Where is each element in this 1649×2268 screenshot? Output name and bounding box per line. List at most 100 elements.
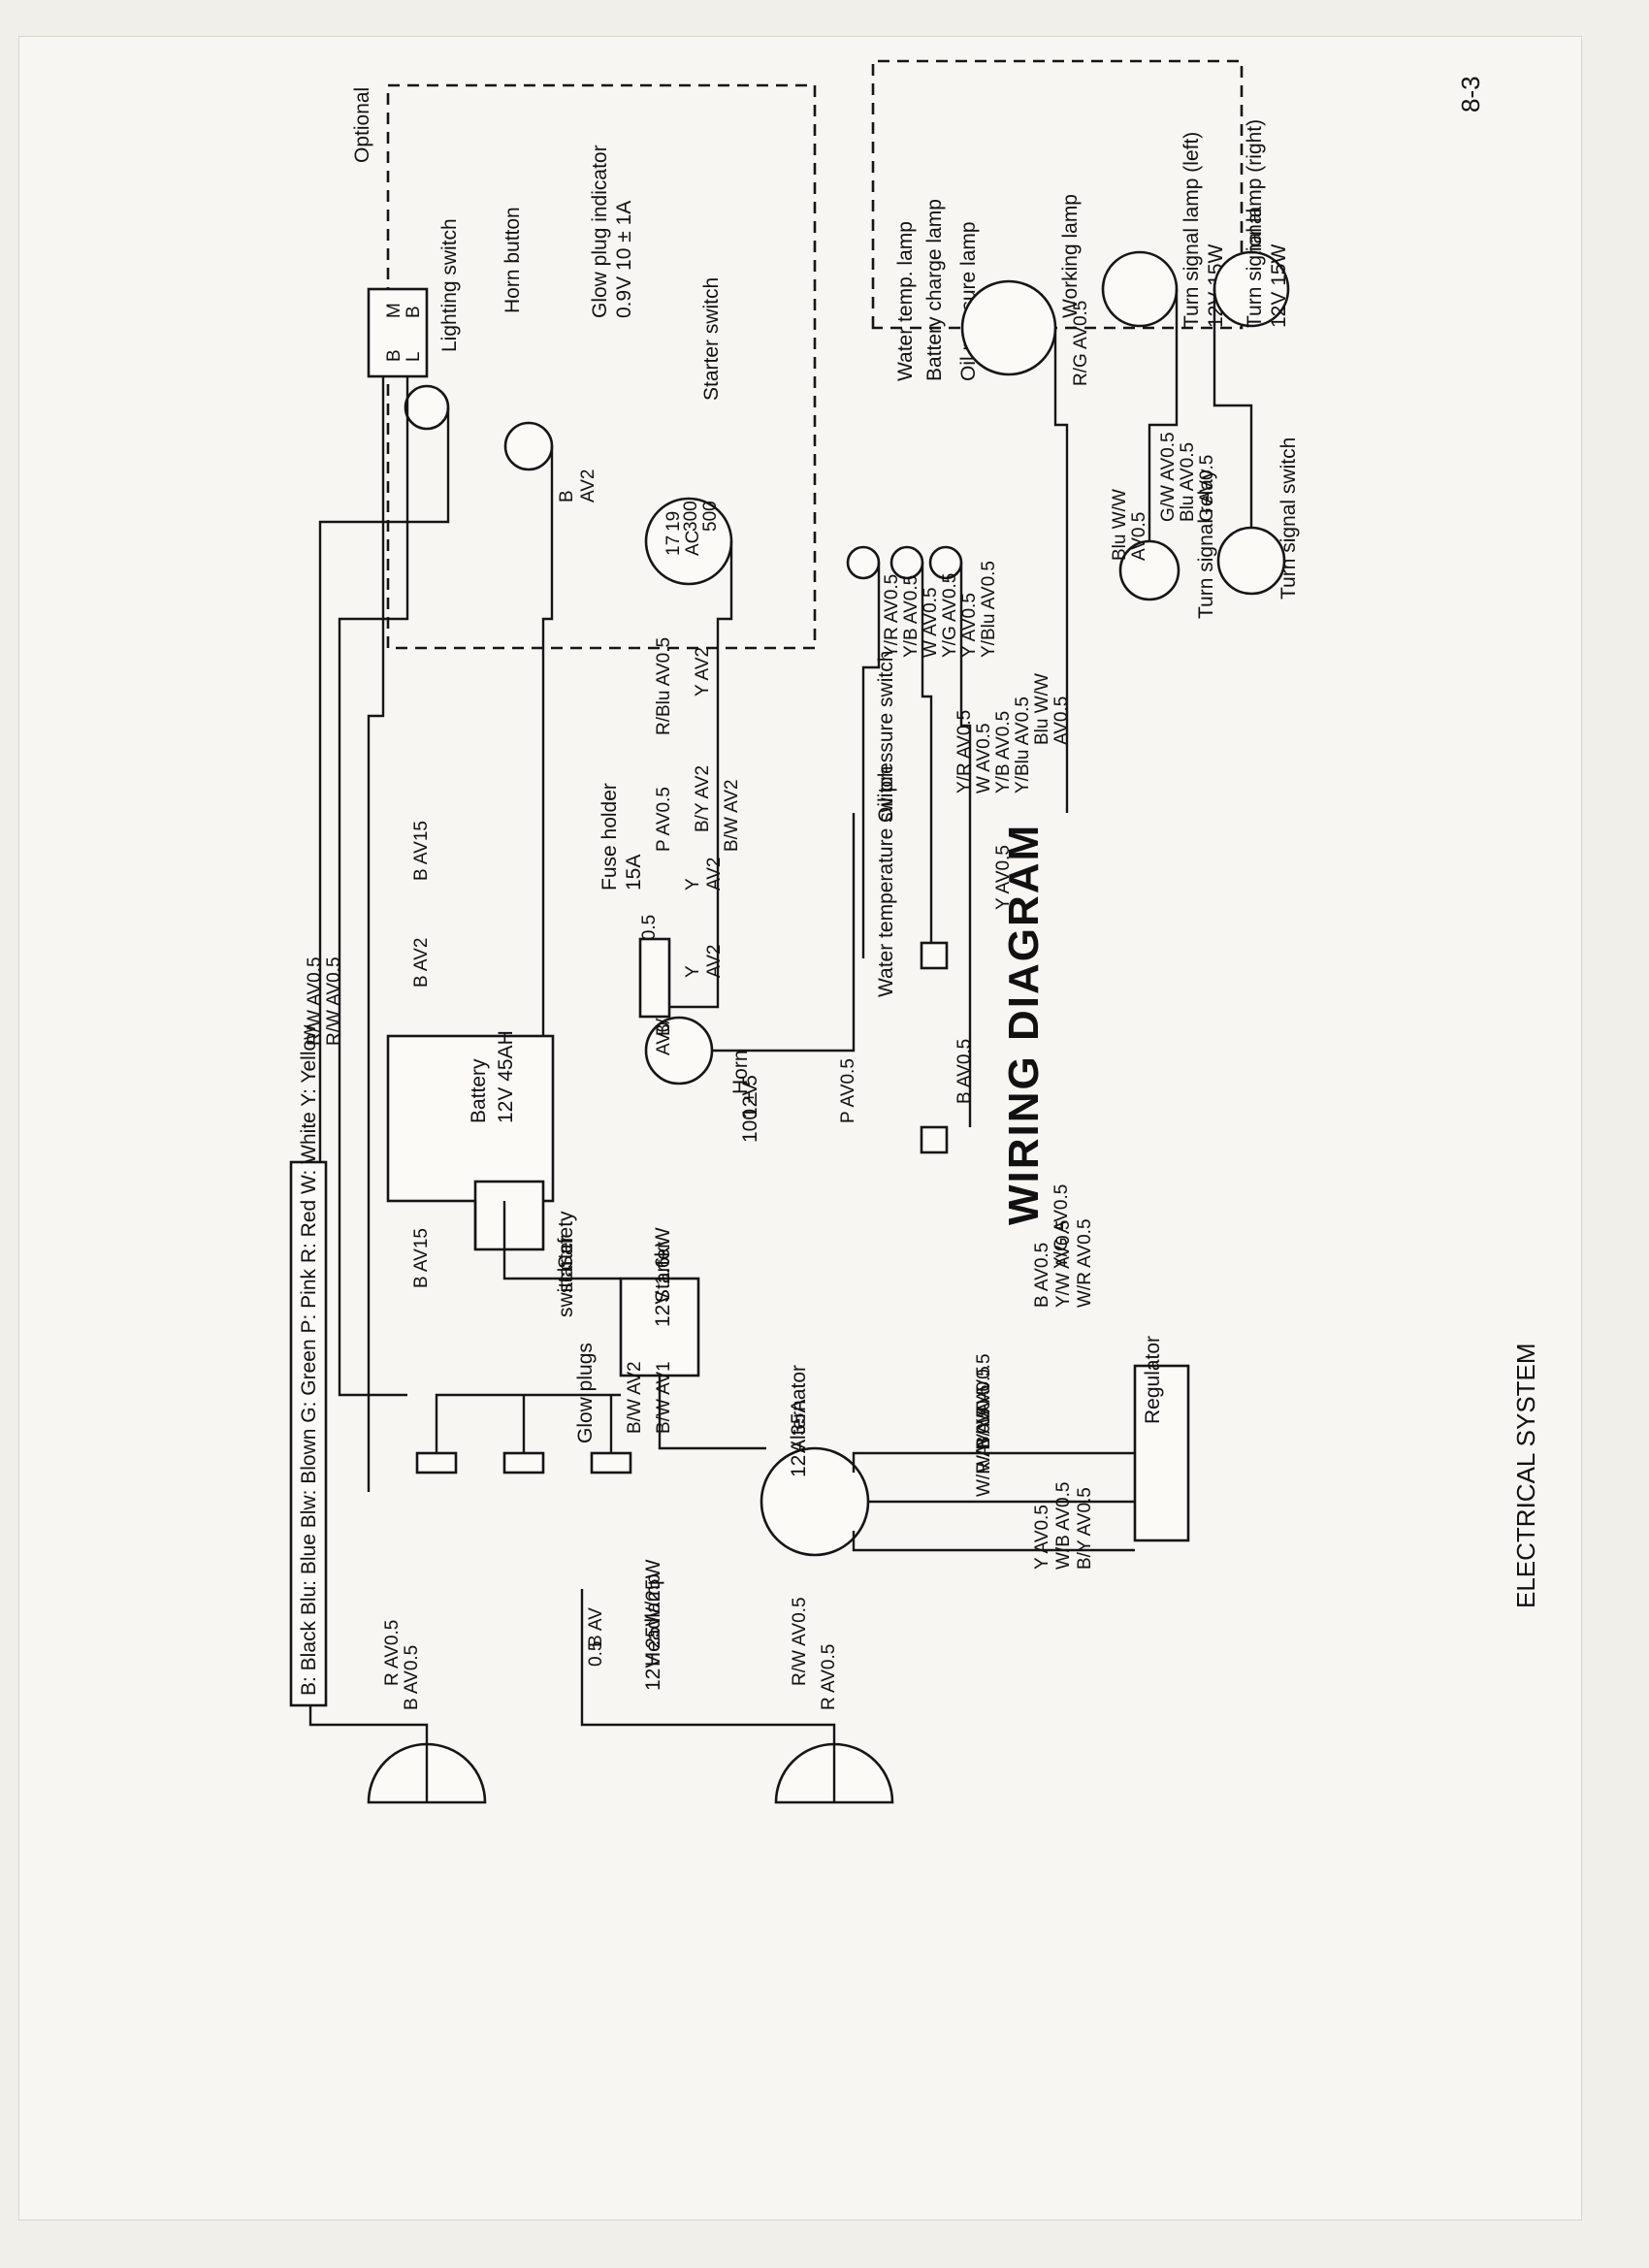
svg-text:B: Black Blu: Blue Blw: Bl: B: Black Blu: Blue Blw: Blown G: Green P… [298,1024,320,1696]
svg-text:Regulator: Regulator [1142,1336,1164,1424]
svg-text:B/W AV2: B/W AV2 [722,779,742,852]
svg-text:Alternator: Alternator [788,1365,810,1453]
svg-text:B: B [404,306,424,318]
svg-text:Y/G AV0.5: Y/G AV0.5 [1051,1184,1072,1269]
svg-text:Y/Blu AV0.5: Y/Blu AV0.5 [979,561,999,658]
svg-text:W AV0.5: W AV0.5 [921,587,941,658]
svg-text:R/G AV0.5: R/G AV0.5 [1071,301,1091,386]
horn-button: Horn button [404,207,524,431]
optional-label-right: Optional [351,87,373,163]
turn-signal-switch: Turn signal switch [1216,437,1300,599]
svg-text:Blu W/W: Blu W/W [1110,489,1130,561]
manual-page [19,37,1581,2219]
svg-text:AV0.5: AV0.5 [1129,512,1149,561]
svg-text:Blu AV0.5: Blu AV0.5 [1178,442,1198,522]
section-header: ELECTRICAL SYSTEM [1511,1343,1540,1608]
svg-text:12V: 12V [739,1083,761,1118]
svg-text:12V 15W: 12V 15W [1268,243,1290,328]
starter-switch: Starter switch 19 17 300 500 AC [644,277,733,586]
regulator: Regulator B AV0.5 Y/W AV0.5 W/R AV0.5 Y … [1032,1218,1190,1570]
svg-text:Y: Y [683,878,703,891]
svg-text:B/Y AV0.5: B/Y AV0.5 [1075,1487,1095,1570]
svg-text:Horn button: Horn button [501,207,524,313]
svg-text:B AV0.5: B AV0.5 [954,1039,975,1104]
svg-text:AV0.5: AV0.5 [1051,697,1072,745]
glow-plug-indicator: Glow plug indicator 0.9V 10 ± 1A B AV2 [503,145,635,502]
svg-text:B AV15: B AV15 [411,821,432,881]
svg-text:12V 45AH: 12V 45AH [495,1030,517,1123]
svg-text:12V 1.6kW: 12V 1.6kW [652,1227,674,1327]
svg-text:Glow plug indicator: Glow plug indicator [589,145,611,318]
svg-text:R/W AV0.5: R/W AV0.5 [790,1597,810,1686]
svg-text:Glow plugs: Glow plugs [574,1343,597,1443]
horn: Horn 12V 100 ± 5 B/W AV0.5 P AV0.5 [644,1001,858,1143]
svg-text:15A: 15A [623,855,645,891]
svg-text:B: B [384,349,404,362]
svg-text:Y/W AV0.5: Y/W AV0.5 [1053,1220,1074,1308]
svg-text:Safety: Safety [555,1211,577,1269]
svg-text:Horn: Horn [729,1050,752,1094]
svg-text:AV2: AV2 [578,469,598,502]
svg-text:300: 300 [681,501,701,532]
starter: Starter 12V 1.6kW [619,1227,700,1377]
svg-text:Battery: Battery [468,1058,490,1123]
svg-text:Y/B AV0.5: Y/B AV0.5 [993,711,1014,794]
svg-text:Y/G AV0.5: Y/G AV0.5 [940,573,960,658]
svg-text:AV2: AV2 [704,944,725,978]
turn-signal-relay: Turn signal relay Blu W/W AV0.5 G/W AV0.… [1110,432,1217,619]
svg-text:R AV0.5: R AV0.5 [819,1644,839,1710]
svg-text:Fuse holder: Fuse holder [598,783,621,891]
wiring-lines [308,289,1253,1802]
svg-text:R/W AV0.5: R/W AV0.5 [324,956,344,1046]
svg-text:B AV0.5: B AV0.5 [1032,1243,1052,1308]
svg-text:G/W AV0.5: G/W AV0.5 [1158,432,1179,522]
lighting-switch: Lighting switch M B L B [367,218,461,378]
svg-text:G AV0.5: G AV0.5 [1197,455,1217,522]
svg-text:switch: switch [555,1261,577,1317]
svg-text:B AV: B AV [586,1607,606,1647]
svg-text:W/R AV0.5: W/R AV0.5 [1075,1218,1095,1308]
svg-text:Blu W/W: Blu W/W [1032,673,1052,745]
svg-text:Starter switch: Starter switch [700,277,723,401]
svg-text:AV0.5: AV0.5 [654,1007,674,1055]
water-temperature-switch: Water temperature switch [875,766,949,1154]
indicator-lamp-group: Water temp. lamp Battery charge lamp Oil… [846,199,999,658]
svg-text:Turn signal lamp (right): Turn signal lamp (right) [1244,119,1266,328]
svg-text:Water temperature switch: Water temperature switch [875,766,897,997]
svg-text:W/B AV0.5: W/B AV0.5 [1053,1482,1074,1570]
svg-text:B/Y AV2: B/Y AV2 [693,765,713,832]
svg-text:R AV0.5: R AV0.5 [382,1620,403,1686]
svg-text:Y AV0.5: Y AV0.5 [1032,1505,1052,1570]
svg-text:19: 19 [663,511,684,532]
alternator: Alternator 12V 35A W AV0.5 B/Y AV0.5 W/B… [760,1353,994,1557]
svg-text:B/Y AV0.5: B/Y AV0.5 [974,1366,994,1448]
svg-text:Y AV2: Y AV2 [693,647,713,697]
svg-text:W/B AV0.5: W/B AV0.5 [974,1385,994,1473]
svg-text:P AV0.5: P AV0.5 [838,1058,858,1123]
svg-text:B AV0.5: B AV0.5 [402,1645,422,1710]
svg-text:17: 17 [663,535,684,556]
svg-text:500: 500 [700,501,721,532]
svg-text:Water temp. lamp: Water temp. lamp [894,221,917,381]
svg-text:Y/R AV0.5: Y/R AV0.5 [882,574,902,658]
svg-text:12V 25W/25W: 12V 25W/25W [642,1559,664,1691]
svg-text:Y AV0.5: Y AV0.5 [993,845,1014,910]
svg-text:W AV0.5: W AV0.5 [974,1353,994,1424]
svg-text:B/W AV1: B/W AV1 [654,1361,674,1434]
svg-text:B AV2: B AV2 [411,938,432,988]
svg-text:Y: Y [683,965,703,978]
svg-text:0.5: 0.5 [586,1641,606,1667]
battery: Battery 12V 45AH B AV15 B AV2 B AV15 [386,821,555,1288]
svg-text:12V 35A: 12V 35A [788,1399,810,1477]
svg-text:W AV0.5: W AV0.5 [974,723,994,794]
glow-plugs: Glow plugs B/W AV1 B/W AV2 [415,1343,674,1474]
svg-text:B/W AV2: B/W AV2 [625,1361,645,1434]
headlamp-labels: Headlamp 12V 25W/25W R AV0.5 B AV0.5 B A… [382,1559,839,1710]
page-number: 8-3 [1456,76,1485,113]
svg-text:R/Blu AV0.5: R/Blu AV0.5 [654,637,674,735]
working-lamp: Working lamp R/G AV0.5 [960,194,1091,386]
diagram-title: WIRING DIAGRAM [1000,824,1048,1225]
